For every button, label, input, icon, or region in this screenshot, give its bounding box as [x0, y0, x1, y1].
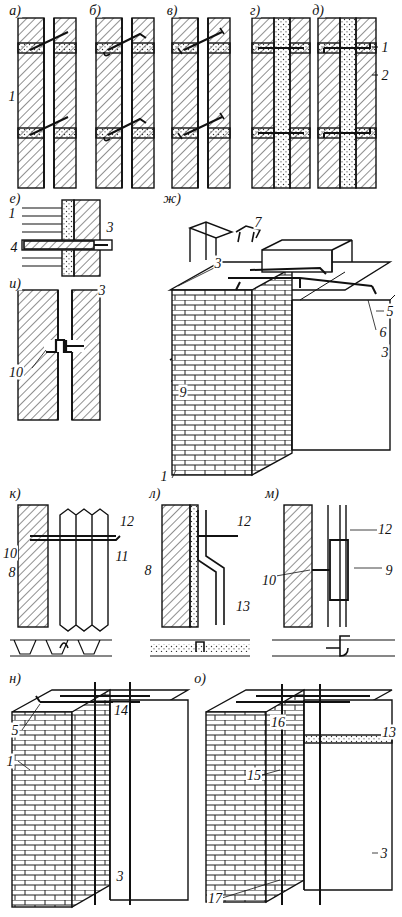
panel-letter: а)	[8, 3, 22, 18]
panel-letter: б)	[88, 3, 102, 18]
callout-number: 9	[179, 385, 188, 400]
panel-letter: л)	[149, 486, 162, 501]
callout-number: 3	[381, 345, 390, 360]
callout-number: 12	[119, 514, 135, 529]
panel-letter: в)	[166, 3, 179, 18]
callout-number: 7	[254, 215, 263, 230]
callout-number: 12	[236, 514, 252, 529]
callout-number: 1	[160, 469, 169, 484]
callout-number: 1	[6, 754, 15, 769]
callout-number: 6	[379, 325, 388, 340]
callout-number: 13	[235, 599, 251, 614]
callout-number: 14	[113, 703, 129, 718]
callout-number: 1	[8, 206, 17, 221]
callout-number: 10	[8, 365, 24, 380]
panel-letter: о)	[193, 671, 207, 686]
callout-number: 17	[207, 891, 223, 906]
callout-number: 3	[116, 869, 125, 884]
callout-number: 3	[106, 220, 115, 235]
callout-number: 12	[377, 522, 393, 537]
callout-number: 10	[261, 573, 277, 588]
panel-letter: ж)	[162, 191, 182, 206]
callout-number: 16	[270, 715, 286, 730]
callout-number: 2	[381, 68, 390, 83]
callout-number: 3	[380, 846, 389, 861]
callout-number: 3	[214, 256, 223, 271]
panel-letter: м)	[264, 486, 280, 501]
panel-letter: е)	[9, 191, 22, 206]
callout-number: 4	[10, 240, 19, 255]
callout-number: 9	[385, 563, 394, 578]
callout-number: 5	[11, 723, 20, 738]
callout-number: 8	[144, 563, 153, 578]
callout-number: 10	[2, 546, 18, 561]
callout-number: 13	[381, 725, 397, 740]
callout-number: 15	[246, 768, 262, 783]
callout-number: 1	[381, 40, 390, 55]
callout-number: 5	[386, 304, 395, 319]
callout-number: 8	[8, 565, 17, 580]
callout-number: 1	[8, 89, 17, 104]
callout-number: 3	[98, 283, 107, 298]
callout-number: 11	[115, 549, 130, 564]
panel-letter: д)	[311, 3, 325, 18]
panel-letter: г)	[249, 3, 261, 18]
panel-letter: и)	[8, 276, 22, 291]
panel-letter: н)	[8, 671, 22, 686]
panel-letter: к)	[8, 486, 21, 501]
